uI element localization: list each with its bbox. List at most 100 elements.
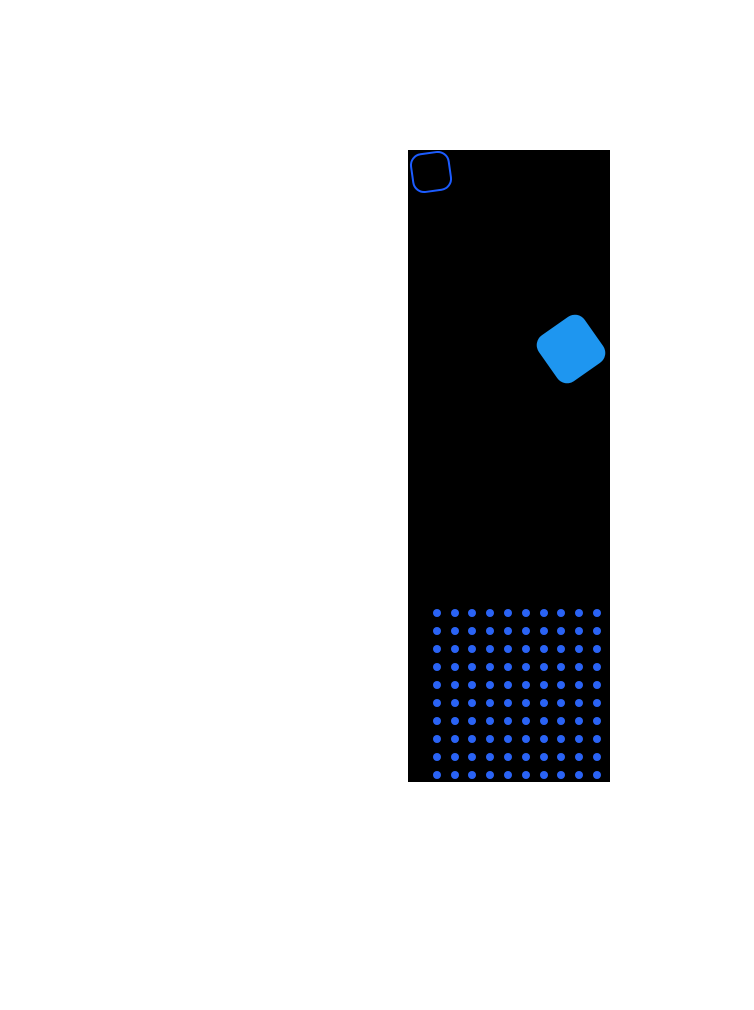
dot-grid-cell [588,694,606,712]
dot [504,663,513,671]
dot-grid-cell [517,622,535,640]
dot [593,717,602,725]
dot [575,681,584,689]
dot [504,771,513,779]
dot [521,735,530,743]
dot [432,735,441,743]
dot-grid-cell [588,658,606,676]
dot [468,717,477,725]
dot [450,717,459,725]
dot-grid-cell [517,730,535,748]
dot [486,609,495,617]
dot [557,627,566,635]
dot [539,681,548,689]
dot-grid-cell [446,730,464,748]
dot-grid-cell [535,604,553,622]
dot-grid-cell [464,676,482,694]
dot-grid-cell [499,766,517,784]
dot [504,735,513,743]
hero-panel [408,150,610,782]
dot-grid-cell [481,712,499,730]
dot-grid-cell [499,712,517,730]
dot-grid-cell [535,694,553,712]
dot-grid-cell [588,766,606,784]
dot [575,753,584,761]
dot-grid-cell [464,640,482,658]
dot-grid-cell [499,730,517,748]
dot [450,735,459,743]
dot-grid-cell [481,748,499,766]
dot [557,753,566,761]
dot [468,609,477,617]
dot [450,663,459,671]
dot-grid-cell [535,766,553,784]
dot [486,663,495,671]
dot-grid-cell [481,676,499,694]
dot-grid [428,604,606,784]
dot-grid-cell [464,730,482,748]
dot-grid-cell [535,730,553,748]
dot [486,771,495,779]
dot-grid-cell [499,604,517,622]
dot-grid-cell [535,622,553,640]
dot-grid-cell [588,622,606,640]
dot-grid-cell [499,658,517,676]
dot-grid-cell [428,622,446,640]
dot-grid-cell [446,604,464,622]
dot [539,663,548,671]
dot-grid-cell [535,676,553,694]
dot [504,681,513,689]
dot [575,735,584,743]
dot-grid-cell [428,640,446,658]
dot-grid-cell [517,748,535,766]
dot-grid-cell [464,766,482,784]
dot-grid-cell [464,712,482,730]
dot-grid-cell [535,712,553,730]
dot [557,609,566,617]
dot [432,771,441,779]
dot [593,771,602,779]
dot-grid-cell [428,604,446,622]
dot-grid-cell [553,694,571,712]
dot [593,735,602,743]
dot-grid-cell [481,730,499,748]
dot [486,681,495,689]
dot-grid-cell [570,694,588,712]
dot-grid-cell [446,748,464,766]
dot-grid-cell [481,694,499,712]
dot [468,627,477,635]
dot-grid-cell [535,658,553,676]
dot [593,663,602,671]
dot [521,771,530,779]
dot [539,717,548,725]
dot [557,663,566,671]
dot [557,645,566,653]
dot [468,699,477,707]
dot [575,663,584,671]
dot-grid-cell [428,712,446,730]
dot-grid-cell [570,658,588,676]
dot [557,771,566,779]
dot [450,771,459,779]
dot-grid-cell [446,658,464,676]
dot [504,627,513,635]
dot [521,627,530,635]
dot [450,681,459,689]
dot [575,699,584,707]
dot-grid-cell [588,748,606,766]
dot-grid-cell [481,604,499,622]
dot-grid-cell [446,766,464,784]
dot-grid-cell [428,730,446,748]
dot [593,681,602,689]
dot-grid-cell [517,658,535,676]
dot-grid-cell [464,658,482,676]
dot-grid-cell [499,640,517,658]
dot-grid-cell [517,712,535,730]
dot-grid-cell [588,676,606,694]
dot [539,771,548,779]
dot [593,645,602,653]
dot-grid-cell [553,730,571,748]
dot [521,753,530,761]
dot-grid-cell [499,694,517,712]
